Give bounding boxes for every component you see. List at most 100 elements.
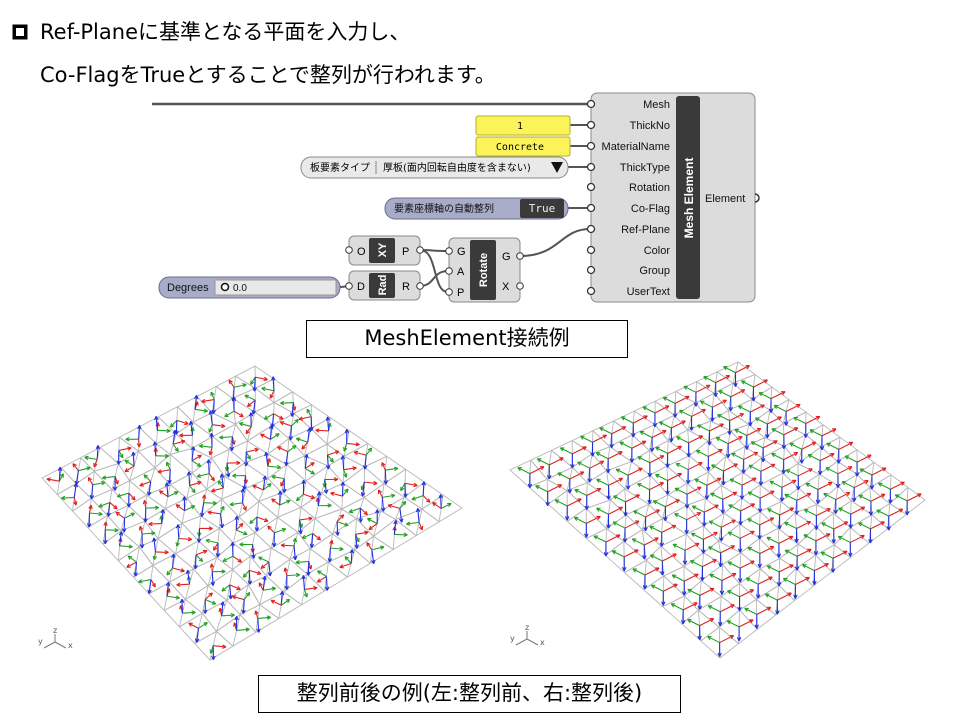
z-axis-arrow-head xyxy=(73,483,79,488)
x-axis-arrow-head xyxy=(729,635,735,640)
x-axis-arrow-head xyxy=(381,462,386,467)
z-axis-arrow xyxy=(329,547,331,563)
x-axis-arrow xyxy=(317,576,327,583)
rotate-output-grip-g[interactable] xyxy=(516,252,524,260)
z-axis-arrow xyxy=(208,459,210,474)
z-axis-arrow xyxy=(166,482,169,497)
x-axis-arrow xyxy=(682,602,698,611)
xy-input-grip[interactable] xyxy=(345,246,353,254)
x-axis-arrow-head xyxy=(602,434,607,439)
y-axis-arrow-head xyxy=(291,445,297,450)
rad-output-grip[interactable] xyxy=(416,282,424,290)
gizmo-left-y: y xyxy=(38,637,43,646)
x-axis-arrow xyxy=(212,424,226,427)
slider-handle[interactable] xyxy=(220,282,230,292)
x-axis-arrow xyxy=(699,587,715,596)
panel-material[interactable]: Concrete xyxy=(475,136,571,157)
y-axis-arrow-head xyxy=(744,607,749,612)
z-axis-arrow xyxy=(191,446,195,461)
z-axis-arrow-head xyxy=(869,485,875,490)
y-axis-arrow-head xyxy=(727,531,733,536)
z-axis-arrow-head xyxy=(262,575,267,581)
z-axis-arrow-head xyxy=(584,533,589,538)
x-axis-arrow-head xyxy=(685,395,690,400)
rotate-output-grip-x[interactable] xyxy=(516,282,524,290)
x-axis-arrow-head xyxy=(353,450,359,456)
y-axis-arrow xyxy=(639,431,653,439)
radians-component[interactable]: D Rad R xyxy=(345,270,424,301)
y-axis-arrow-head xyxy=(809,429,815,434)
x-axis-arrow-head xyxy=(766,606,772,611)
z-axis-arrow-head xyxy=(188,420,194,426)
z-axis-arrow-head xyxy=(121,528,127,533)
z-axis-arrow-head xyxy=(152,441,158,446)
z-axis-arrow xyxy=(148,579,152,594)
x-axis-arrow xyxy=(856,454,872,463)
z-axis-arrow xyxy=(190,421,194,436)
x-axis-arrow xyxy=(608,506,623,515)
y-axis-arrow xyxy=(143,474,152,482)
x-axis-arrow-head xyxy=(675,499,680,504)
y-axis-arrow-head xyxy=(175,542,180,547)
z-axis-arrow-head xyxy=(185,569,191,575)
xy-output-grip[interactable] xyxy=(416,246,424,254)
xy-plane-component[interactable]: O XY P xyxy=(345,235,424,266)
panel-thickno[interactable]: 1 xyxy=(475,115,571,136)
value-list-thicktype[interactable]: 板要素タイプ 厚板(面内回転自由度を含まない) xyxy=(300,156,569,179)
y-axis-arrow-head xyxy=(593,535,598,540)
y-axis-arrow xyxy=(687,619,700,627)
z-axis-arrow-head xyxy=(754,624,759,629)
y-axis-arrow xyxy=(708,546,721,554)
y-axis-arrow-head xyxy=(642,406,647,411)
z-axis-arrow-head xyxy=(316,491,322,496)
z-axis-arrow-head xyxy=(665,490,670,495)
y-axis-arrow-head xyxy=(672,543,678,548)
z-axis-arrow xyxy=(154,441,157,456)
x-axis-arrow-head xyxy=(373,480,378,486)
mesh-element-component[interactable]: Mesh Element Mesh ThickNo MaterialName T… xyxy=(586,92,760,303)
rotate-input-grip-g[interactable] xyxy=(445,247,453,255)
dropdown-triangle-icon[interactable] xyxy=(551,162,563,173)
z-axis-arrow-head xyxy=(661,601,666,606)
y-axis-arrow xyxy=(557,472,571,480)
mesh-element-input-grips[interactable] xyxy=(586,99,596,296)
y-axis-arrow xyxy=(344,556,352,564)
z-axis-arrow xyxy=(393,520,397,535)
x-axis-arrow-head xyxy=(596,487,602,493)
x-axis-arrow-head xyxy=(202,549,208,554)
toggle-badge[interactable] xyxy=(520,199,564,218)
y-axis-arrow xyxy=(599,427,612,435)
x-axis-arrow xyxy=(832,550,848,559)
rotate-input-grip-p[interactable] xyxy=(445,288,453,296)
x-axis-arrow xyxy=(209,447,213,456)
rotate-input-grip-a[interactable] xyxy=(445,267,453,275)
z-axis-arrow xyxy=(221,473,224,489)
z-axis-arrow xyxy=(293,545,296,560)
z-axis-arrow-head xyxy=(794,566,800,571)
z-axis-arrow-head xyxy=(106,512,111,517)
y-axis-arrow-head xyxy=(263,415,269,420)
rad-output-label: R xyxy=(402,281,410,293)
x-axis-arrow xyxy=(750,404,765,413)
x-axis-arrow-head xyxy=(763,379,768,384)
x-axis-arrow-head xyxy=(151,582,156,588)
y-axis-arrow xyxy=(694,478,708,486)
z-axis-arrow-head xyxy=(284,585,289,590)
z-axis-arrow-head xyxy=(242,485,247,490)
y-axis-arrow-head xyxy=(294,418,299,424)
x-axis-arrow xyxy=(815,533,831,542)
y-axis-arrow-head xyxy=(671,574,677,579)
rotate-component[interactable]: G A P Rotate G X xyxy=(445,237,524,303)
x-axis-arrow-head xyxy=(791,479,797,484)
y-axis-arrow xyxy=(621,416,634,424)
z-axis-arrow-head xyxy=(271,542,277,547)
z-axis-arrow-head xyxy=(86,523,92,528)
x-axis-arrow-head xyxy=(730,545,736,550)
slider-track[interactable] xyxy=(214,279,337,296)
x-axis-arrow-head xyxy=(277,446,282,451)
rad-input-grip[interactable] xyxy=(345,282,353,290)
boolean-toggle-coflag[interactable]: 要素座標軸の自動整列 True xyxy=(384,197,569,220)
degrees-slider[interactable]: Degrees 0.0 xyxy=(158,276,341,299)
x-axis-arrow xyxy=(201,399,215,403)
element-output-grip[interactable] xyxy=(754,193,760,203)
